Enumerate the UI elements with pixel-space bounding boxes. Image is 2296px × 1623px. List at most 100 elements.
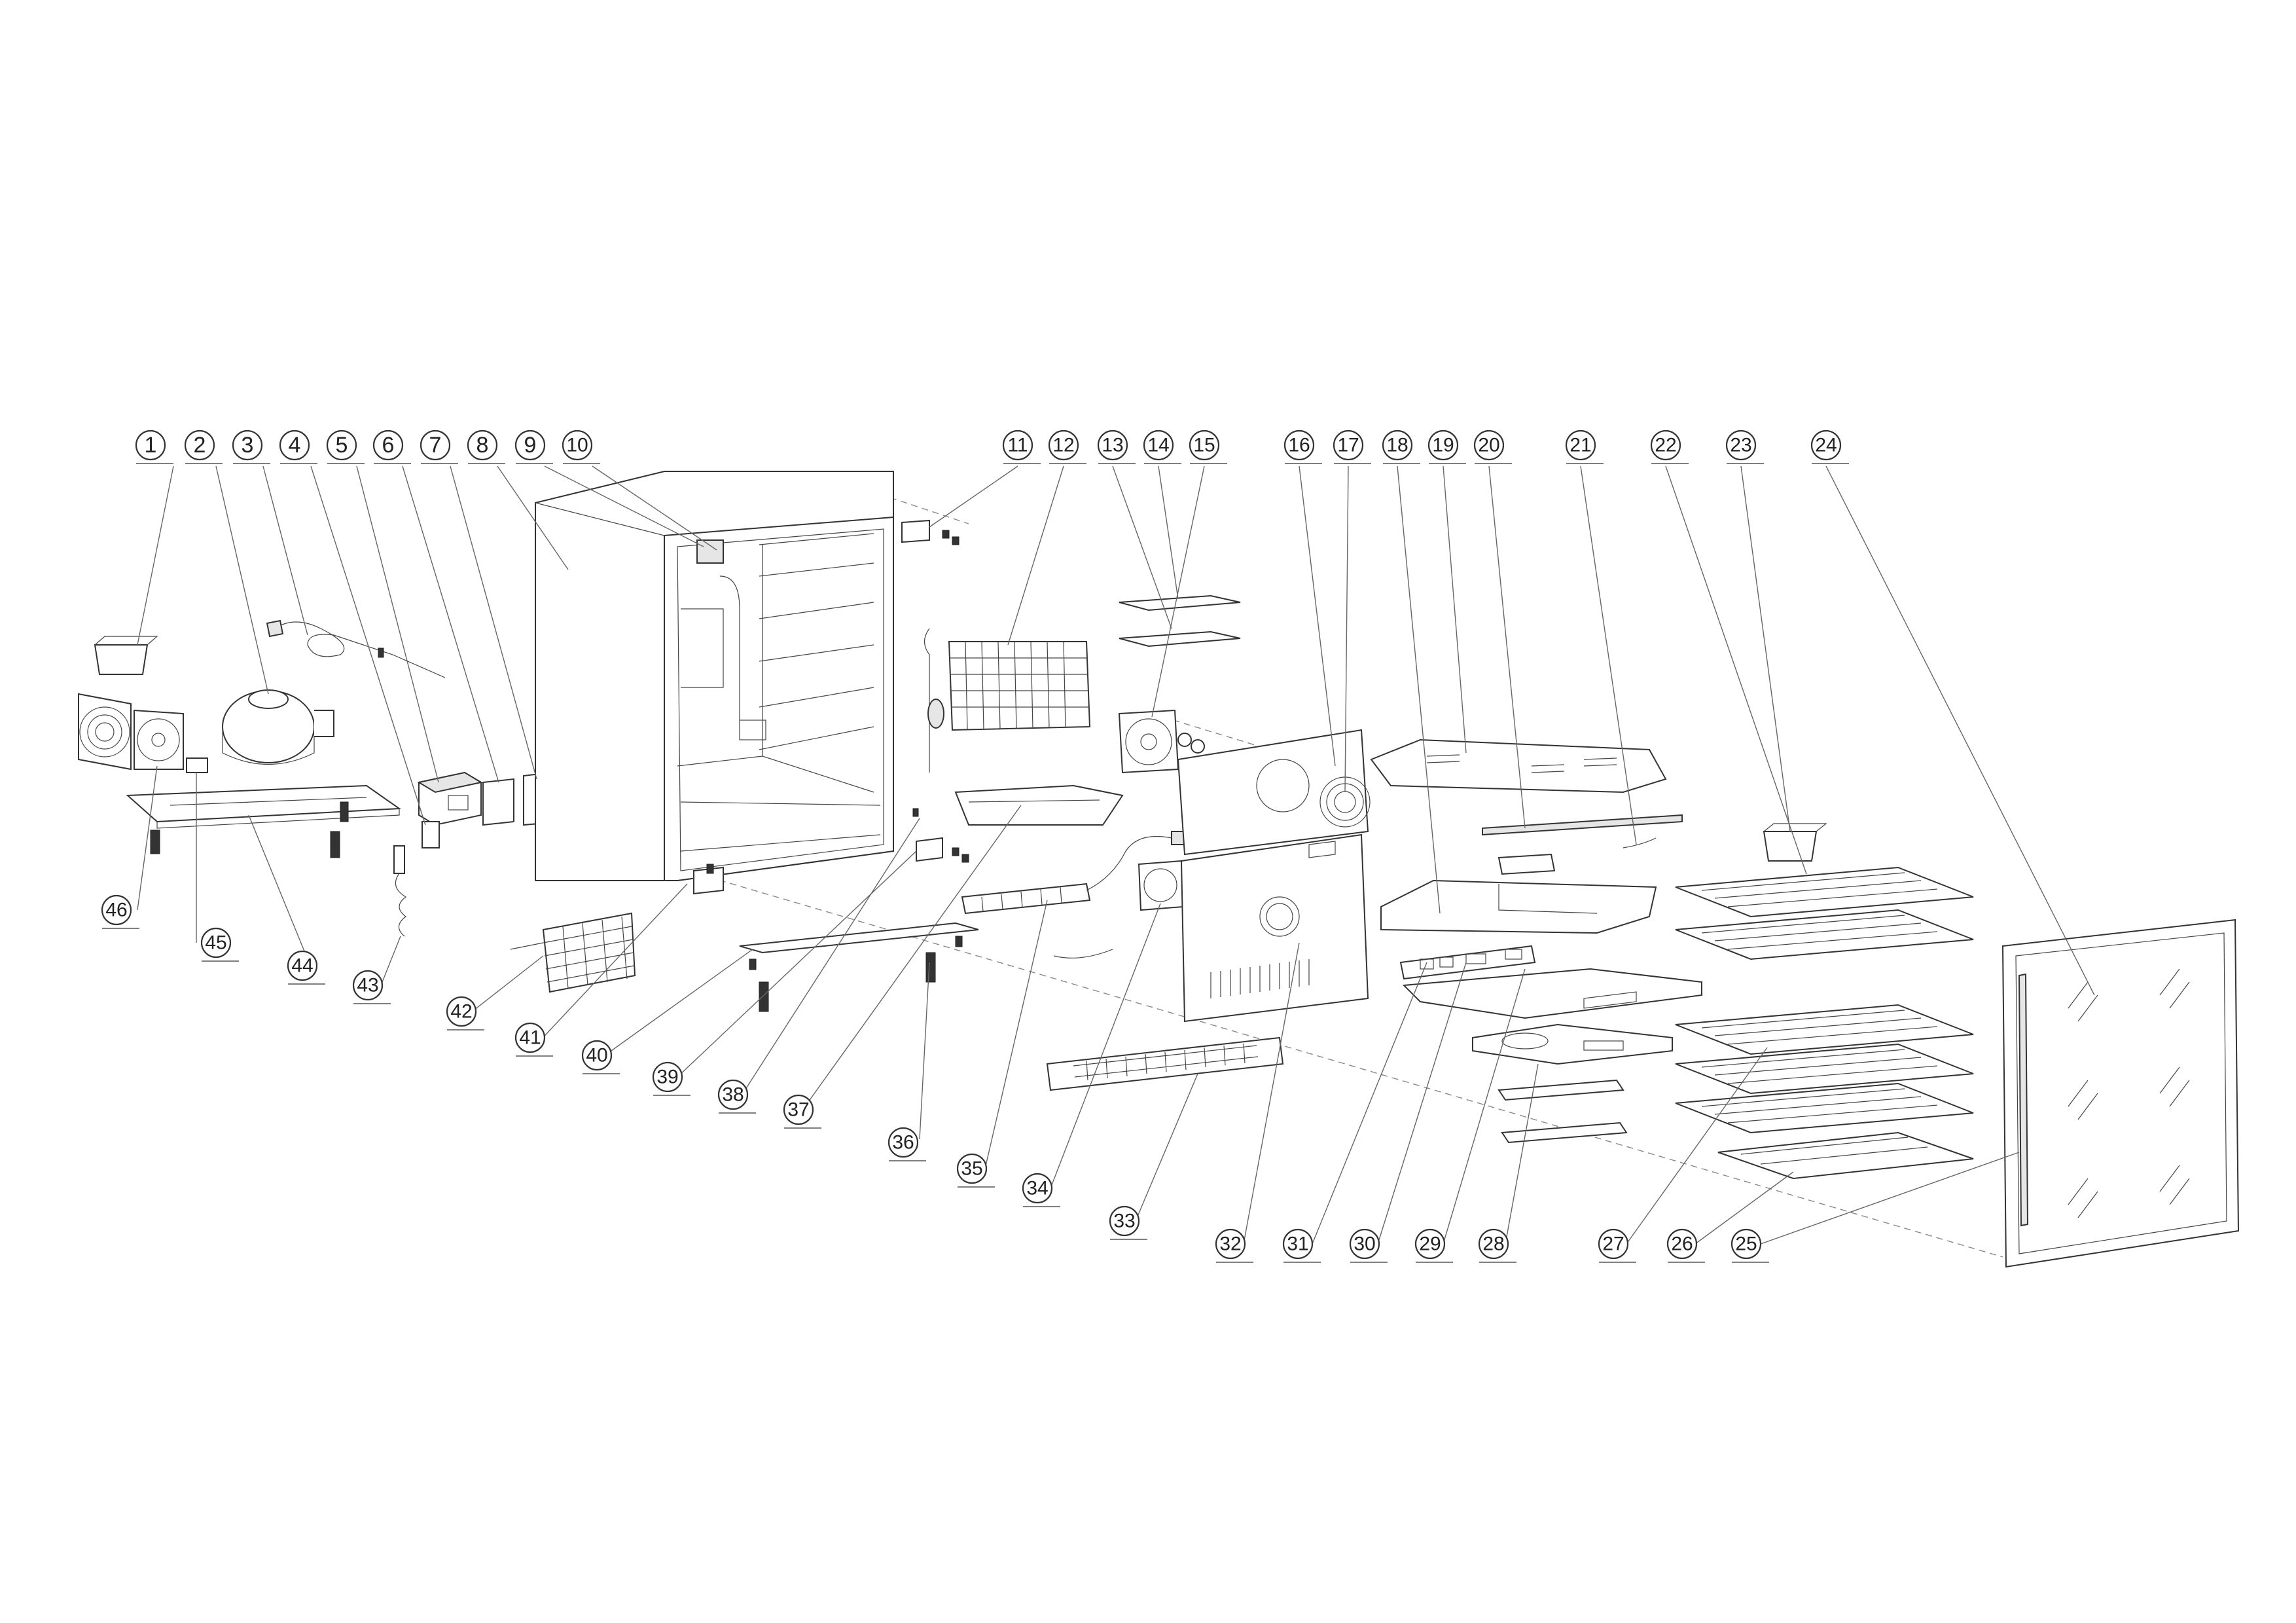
callout-13-number: 13	[1102, 435, 1123, 456]
callout-6-number: 6	[382, 433, 395, 458]
callout-16-number: 16	[1288, 435, 1310, 456]
part-23-small-tray	[1763, 823, 1827, 862]
part-30-top-trim	[1402, 968, 1702, 1019]
part-35-heater	[961, 831, 1185, 958]
callout-44-number: 44	[291, 955, 313, 977]
callout-41-number: 41	[519, 1027, 541, 1049]
part-45-clip	[186, 757, 208, 773]
callout-29-number: 29	[1419, 1233, 1441, 1255]
callout-31-number: 31	[1287, 1233, 1308, 1255]
callout-13: 13	[1097, 429, 1136, 464]
part-44-base-plate	[126, 784, 401, 858]
part-4-clip	[378, 647, 384, 658]
callout-10-number: 10	[566, 435, 588, 456]
callout-36: 36	[888, 1127, 926, 1161]
callout-31: 31	[1282, 1228, 1321, 1263]
callout-26: 26	[1666, 1228, 1705, 1263]
callout-15-number: 15	[1193, 435, 1215, 456]
callout-34-number: 34	[1026, 1178, 1048, 1199]
part-28-trim-b	[1501, 1122, 1628, 1144]
part-1-drain-tray	[94, 636, 158, 675]
callout-5: 5	[326, 429, 365, 464]
part-31-control-panel	[1399, 945, 1536, 980]
part-24-glass-door	[2001, 919, 2240, 1268]
part-37-drip-channel	[954, 784, 1124, 826]
callout-3: 3	[232, 429, 270, 464]
callout-23-number: 23	[1730, 435, 1751, 456]
callout-25-number: 25	[1735, 1233, 1757, 1255]
callout-39: 39	[652, 1061, 691, 1096]
callout-28-number: 28	[1482, 1233, 1504, 1255]
callout-16: 16	[1283, 429, 1322, 464]
callout-46: 46	[101, 894, 139, 929]
part-13-plate	[1119, 630, 1241, 647]
assembly-axis-line	[1151, 713, 1303, 760]
part-20-seal-strip	[1482, 814, 1683, 836]
callout-5-number: 5	[336, 433, 348, 458]
callout-43-number: 43	[357, 975, 378, 996]
callout-42-number: 42	[450, 1001, 472, 1023]
part-6-cover-plate	[482, 778, 514, 826]
callout-1-number: 1	[145, 433, 157, 458]
callout-30: 30	[1349, 1228, 1388, 1263]
part-33-front-grille	[1046, 1036, 1284, 1091]
callout-27-number: 27	[1602, 1233, 1624, 1255]
callout-24: 24	[1810, 429, 1849, 464]
leader-lines	[137, 465, 2095, 1245]
callout-22: 22	[1650, 429, 1689, 464]
callout-27: 27	[1598, 1228, 1636, 1263]
part-29-display-board	[1472, 1023, 1673, 1065]
callout-18: 18	[1382, 429, 1420, 464]
part-5-relay-box	[417, 771, 483, 826]
callout-46-number: 46	[105, 900, 127, 921]
callout-39-number: 39	[656, 1067, 678, 1088]
callout-21-number: 21	[1570, 435, 1591, 456]
callout-32-number: 32	[1219, 1233, 1241, 1255]
callout-20-number: 20	[1478, 435, 1499, 456]
callout-41: 41	[514, 1022, 553, 1057]
callout-20: 20	[1473, 429, 1512, 464]
callout-34: 34	[1022, 1173, 1060, 1207]
callout-18-number: 18	[1386, 435, 1408, 456]
callout-37: 37	[783, 1094, 821, 1129]
callout-38: 38	[717, 1079, 756, 1114]
part-36-base-rail	[739, 922, 979, 1012]
callout-24-number: 24	[1815, 435, 1837, 456]
callout-43: 43	[352, 970, 391, 1004]
part-15-evaporator-fan	[1118, 709, 1205, 774]
callout-37-number: 37	[787, 1099, 809, 1121]
callout-38-number: 38	[722, 1084, 744, 1106]
callout-25: 25	[1731, 1228, 1769, 1263]
callout-33: 33	[1109, 1205, 1147, 1240]
callout-6: 6	[372, 429, 411, 464]
callout-32: 32	[1215, 1228, 1253, 1263]
callout-28: 28	[1478, 1228, 1516, 1263]
part-2-compressor	[222, 689, 334, 765]
callout-1: 1	[135, 429, 173, 464]
part-21-wire	[1623, 837, 1657, 848]
callout-4-number: 4	[289, 433, 301, 458]
callout-30-number: 30	[1354, 1233, 1375, 1255]
callout-2-number: 2	[194, 433, 206, 458]
callout-3-number: 3	[242, 433, 254, 458]
part-41-bracket	[693, 864, 724, 895]
callout-45: 45	[200, 927, 239, 962]
part-11-top-hinge	[901, 519, 960, 545]
callout-9: 9	[514, 429, 553, 464]
part-27-shelves-lower	[1675, 1004, 1974, 1134]
callout-40: 40	[581, 1040, 620, 1074]
callout-12-number: 12	[1052, 435, 1074, 456]
part-12-evaporator	[924, 628, 1091, 773]
part-3-power-cord	[266, 619, 446, 678]
callout-12: 12	[1048, 429, 1086, 464]
callout-14-number: 14	[1147, 435, 1169, 456]
callout-26-number: 26	[1671, 1233, 1693, 1255]
callout-10: 10	[562, 429, 600, 464]
part-14-plate	[1119, 594, 1241, 611]
callout-33-number: 33	[1113, 1211, 1135, 1232]
callout-8-number: 8	[476, 433, 489, 458]
assembly-axis-line	[889, 497, 969, 524]
callout-2: 2	[184, 429, 223, 464]
callouts: 1 2 3 4 5 6 7	[101, 429, 1849, 1263]
